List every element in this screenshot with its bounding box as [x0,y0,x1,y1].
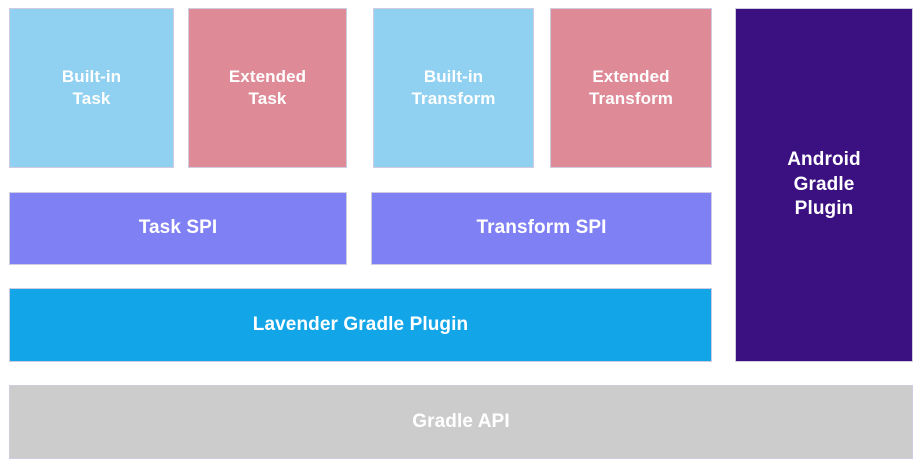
node-extended-task-label: Extended Task [228,66,307,108]
node-builtin-task-label: Built-in Task [61,66,122,108]
node-extended-task: Extended Task [188,8,347,168]
node-builtin-transform-label: Built-in Transform [411,66,496,108]
node-task-spi-label: Task SPI [138,217,218,239]
node-extended-transform-label: Extended Transform [588,66,674,108]
node-lavender-gradle-plugin-label: Lavender Gradle Plugin [252,313,469,335]
node-builtin-task: Built-in Task [9,8,174,168]
node-gradle-api-label: Gradle API [412,410,510,432]
node-task-spi: Task SPI [9,192,347,265]
node-gradle-api: Gradle API [9,385,913,459]
node-extended-transform: Extended Transform [550,8,712,168]
node-android-gradle-plugin-label: Android Gradle Plugin [787,148,861,220]
node-builtin-transform: Built-in Transform [373,8,534,168]
node-android-gradle-plugin: Android Gradle Plugin [735,8,913,362]
node-transform-spi: Transform SPI [371,192,712,265]
node-lavender-gradle-plugin: Lavender Gradle Plugin [9,288,712,362]
node-transform-spi-label: Transform SPI [476,217,607,239]
